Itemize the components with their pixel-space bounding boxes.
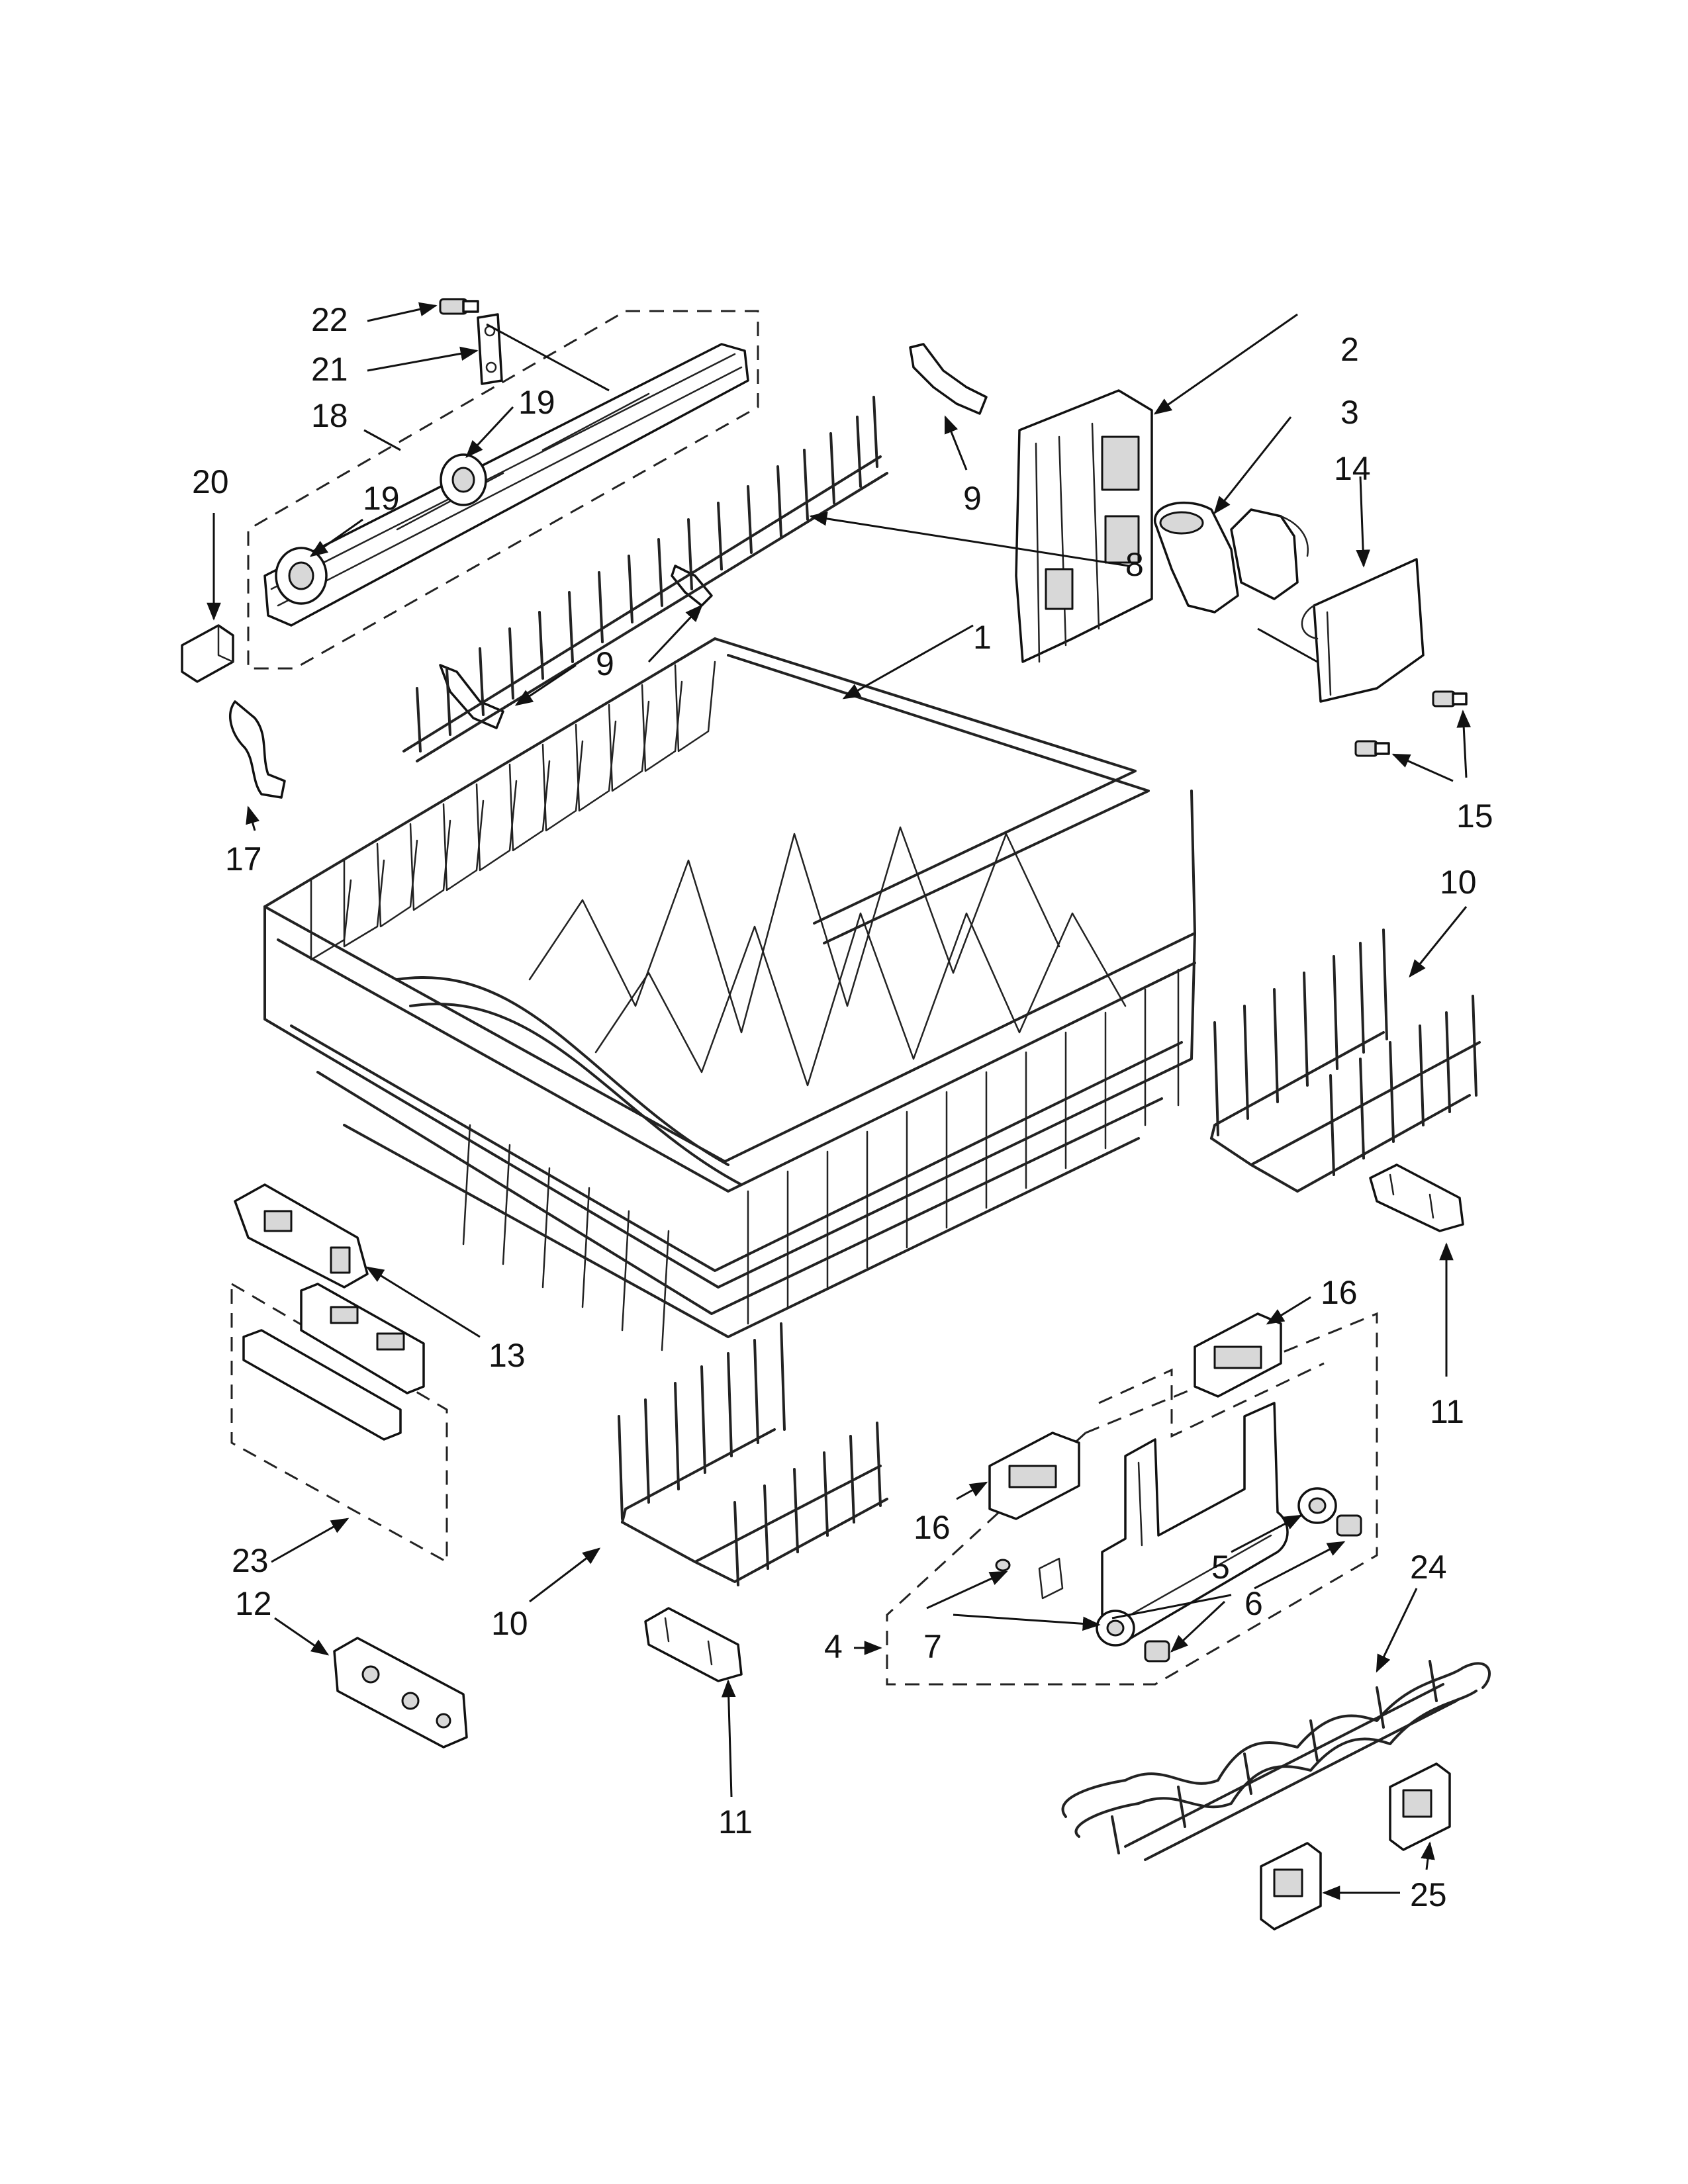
tine-row-part-8 [402, 396, 888, 762]
screw-part-22 [439, 298, 479, 315]
callout-1: 1 [973, 619, 992, 656]
screw-part-15-upper [1432, 690, 1468, 707]
callout-18: 18 [311, 397, 348, 434]
wheel-part-5-upper [1297, 1487, 1337, 1524]
clip-part-16-lower [988, 1432, 1080, 1520]
clip-part-25-left [1260, 1842, 1322, 1931]
callout-19-front: 19 [363, 480, 400, 517]
rail-part-18 [263, 343, 749, 627]
callout-19-rear: 19 [518, 384, 555, 421]
group-box-rail-assembly [247, 310, 759, 670]
pin-part-7 [995, 1559, 1011, 1572]
clip-part-11-right [1369, 1163, 1464, 1232]
callout-14: 14 [1334, 450, 1371, 487]
clip-part-21 [477, 313, 503, 385]
callout-2: 2 [1340, 331, 1359, 368]
callout-4: 4 [824, 1628, 843, 1665]
clip-part-13 [234, 1183, 369, 1289]
callout-22: 22 [311, 301, 348, 338]
cover-part-14 [1301, 558, 1425, 703]
callout-6: 6 [1244, 1585, 1263, 1622]
clip-part-11-bottom [644, 1607, 743, 1682]
clip-part-16-upper [1194, 1312, 1282, 1398]
clip-part-12 [333, 1637, 468, 1749]
callout-7: 7 [923, 1628, 942, 1665]
clip-part-17 [229, 700, 286, 799]
axle-part-6-upper [1336, 1514, 1362, 1537]
callout-16-upper: 16 [1321, 1274, 1358, 1311]
group-box-rack-adjuster [886, 1312, 1378, 1686]
callout-8: 8 [1125, 546, 1144, 583]
callout-9-top: 9 [963, 480, 982, 517]
callout-3: 3 [1340, 394, 1359, 431]
callout-12: 12 [235, 1585, 272, 1622]
tine-row-part-10-right [1210, 929, 1481, 1193]
end-cap-part-20 [181, 624, 234, 683]
leader-lines [207, 302, 1472, 1900]
roller-part-19-front [275, 547, 328, 605]
callout-13: 13 [489, 1337, 526, 1374]
tine-assembly-part-24 [1061, 1660, 1491, 1861]
callout-10-right: 10 [1440, 864, 1477, 901]
callout-17: 17 [225, 841, 262, 878]
housing-part-2 [1015, 389, 1153, 663]
callout-11-right: 11 [1430, 1393, 1464, 1430]
group-box-handle [230, 1282, 448, 1564]
callout-15: 15 [1456, 797, 1493, 835]
tine-row-part-10-bottom [618, 1322, 888, 1586]
callout-11-bottom: 11 [718, 1803, 753, 1841]
clip-part-9-top [909, 343, 988, 415]
callout-21: 21 [311, 351, 348, 388]
handle-part-23 [242, 1283, 425, 1441]
callout-labels: 22 21 18 19 19 20 17 9 8 9 2 3 14 1 15 1… [192, 301, 1493, 1913]
callout-10-bottom: 10 [491, 1605, 528, 1642]
callout-23: 23 [232, 1542, 269, 1579]
lever-part-3 [1154, 501, 1309, 614]
callout-24: 24 [1410, 1549, 1447, 1586]
upper-rack-part-1 [263, 637, 1196, 1351]
roller-part-19-rear [440, 453, 487, 506]
callout-9-mid: 9 [596, 645, 614, 682]
clip-part-9-low [439, 664, 504, 729]
callout-16-lower: 16 [914, 1509, 951, 1546]
screw-part-15-lower [1354, 740, 1390, 757]
clip-part-25-right [1389, 1762, 1451, 1851]
callout-20: 20 [192, 463, 229, 500]
callout-25: 25 [1410, 1876, 1447, 1913]
wheel-part-5-lower [1096, 1610, 1135, 1647]
callout-5: 5 [1211, 1549, 1230, 1586]
axle-part-6-lower [1144, 1640, 1170, 1662]
